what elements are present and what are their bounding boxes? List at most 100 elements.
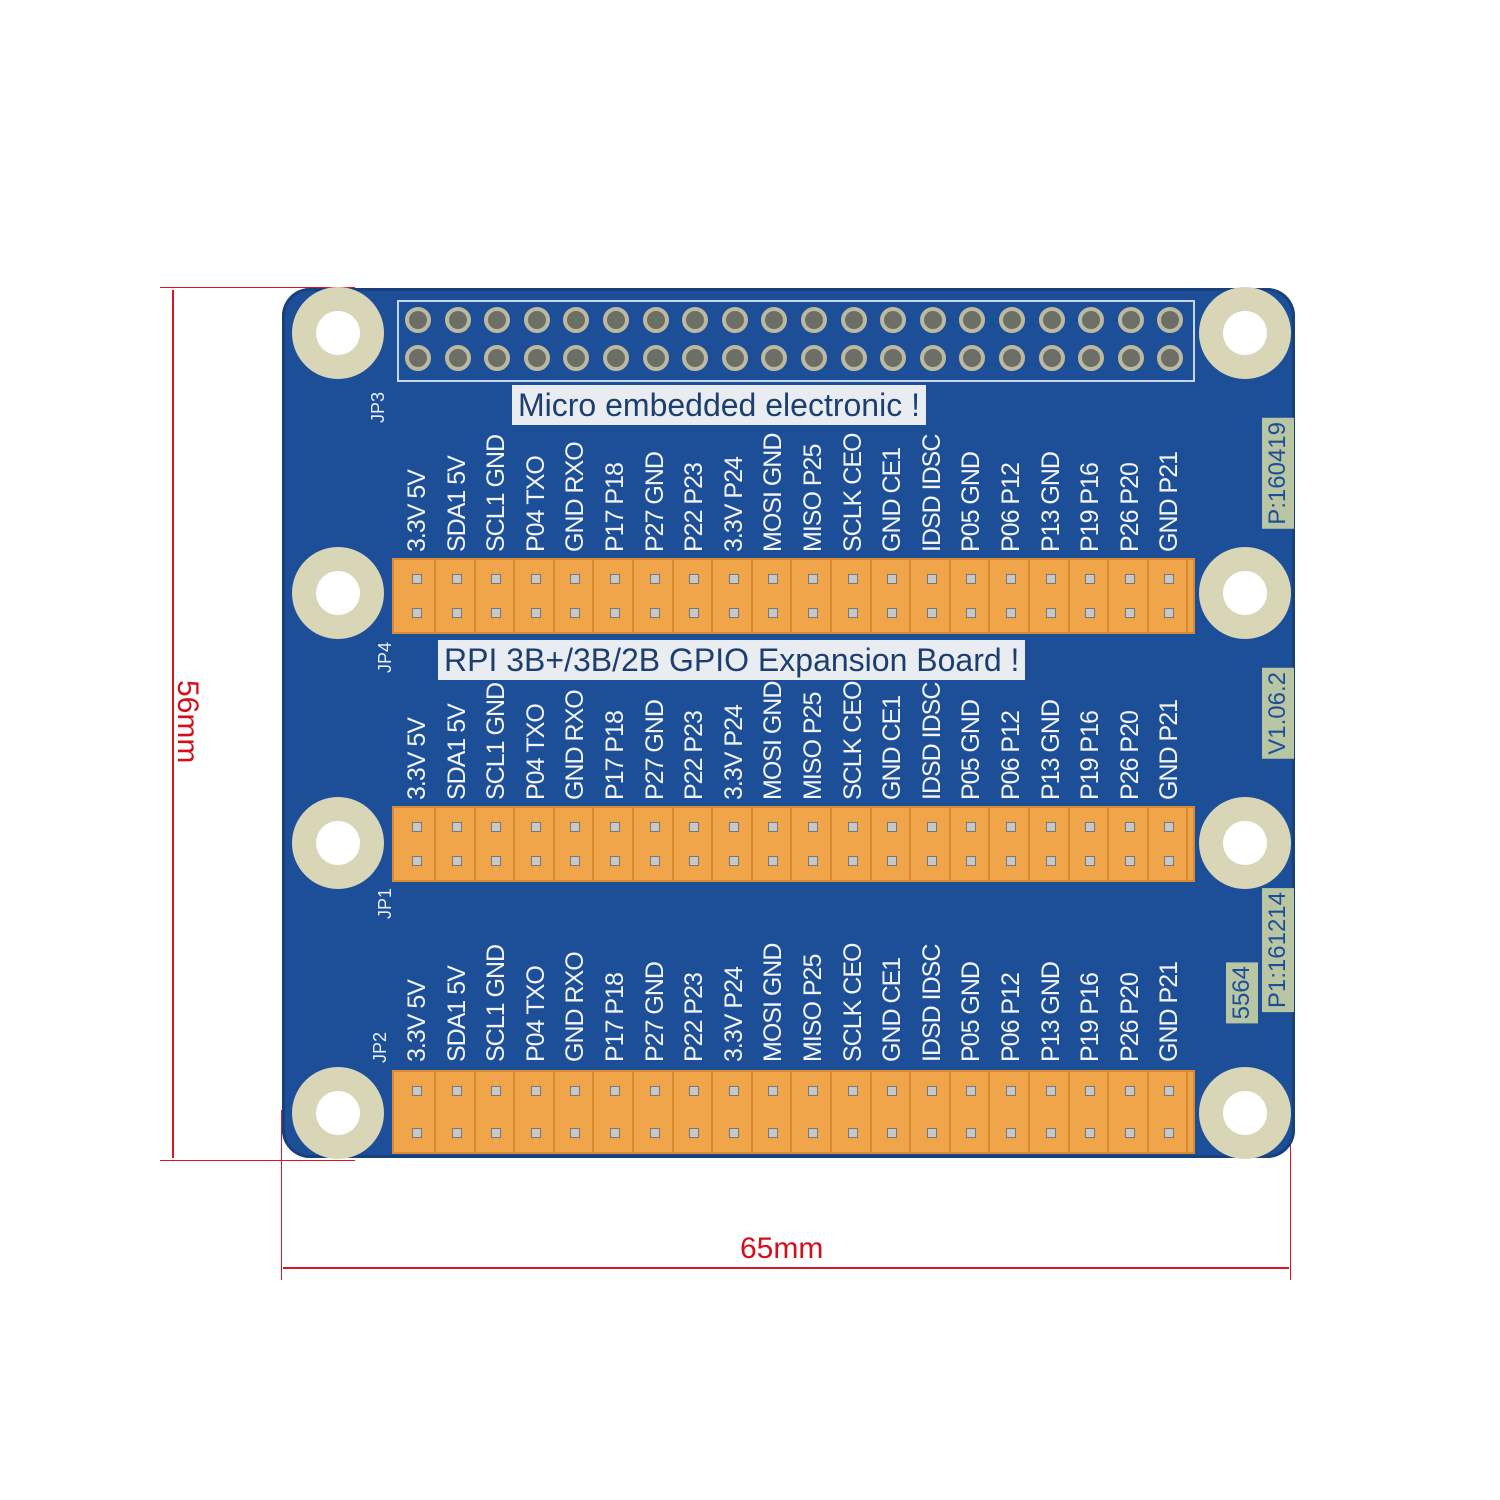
pin-label: SCL1 GND [482,944,511,1062]
width-dimension-right-ext [1290,1110,1291,1280]
pin-label: SDA1 5V [442,704,471,800]
pin-label: IDSD IDSC [917,682,946,800]
header-socket [556,808,595,880]
header-socket [1032,560,1070,632]
header-pin [523,345,550,371]
pin-label: P06 P12 [997,711,1025,800]
header-socket [398,1072,436,1152]
header-pin [880,307,907,333]
pin-label: SDA1 5V [442,456,471,552]
pin-label: P22 P23 [680,463,709,552]
pin-label: P13 GND [1036,700,1065,800]
header-socket [794,560,832,632]
pin-label: P19 P16 [1076,973,1105,1062]
pin-label: GND P21 [1155,700,1184,800]
header-socket [596,808,634,880]
header-socket [675,1072,714,1152]
pin-label: MISO P25 [799,444,827,552]
header-socket [1150,560,1189,632]
header-pin [1157,307,1184,333]
header-socket [715,808,753,880]
connector-label-jp3: JP3 [368,392,388,424]
pin-label: SCLK CEO [838,681,867,800]
pin-label: P27 GND [640,962,669,1062]
header-pin [1038,307,1065,333]
mounting-hole [292,1067,384,1159]
pin-header-strip [392,806,1195,882]
header-socket [675,560,714,632]
header-socket [1150,1072,1189,1152]
header-pin [682,345,709,371]
pcb-board [282,288,1295,1158]
header-socket [596,560,634,632]
banner-mid: RPI 3B+/3B/2B GPIO Expansion Board ! [438,640,1026,680]
width-dimension-left-ext [281,1110,282,1280]
header-pin [959,345,986,371]
header-socket [1032,1072,1070,1152]
header-pin [405,307,431,333]
header-pin [642,307,669,333]
header-pin [523,307,550,333]
mounting-hole [1199,1067,1291,1159]
pin-label: GND RXO [561,690,590,800]
header-pin [721,307,748,333]
header-socket [675,808,714,880]
header-socket [596,1072,634,1152]
header-pin [563,307,590,333]
pin-label: P06 P12 [997,463,1025,552]
connector-label-jp4: JP4 [375,642,395,674]
mounting-hole [1199,547,1291,639]
header-pin [563,345,590,371]
header-pin [761,307,788,333]
pin-label: P26 P20 [1115,463,1144,552]
connector-label-jp2: JP2 [370,1032,390,1064]
header-socket [834,560,872,632]
height-dimension-top-ext [160,287,355,288]
pin-label: GND P21 [1155,962,1184,1062]
header-pin [801,307,827,333]
header-pin [1078,307,1105,333]
header-socket [556,1072,595,1152]
mounting-hole [1199,797,1291,889]
header-socket [873,560,912,632]
pin-label: SCL1 GND [482,434,511,552]
header-pin [840,345,867,371]
pin-label: P13 GND [1036,452,1065,552]
header-socket [913,808,951,880]
header-socket [517,560,555,632]
pin-label: MISO P25 [799,954,827,1062]
pin-label: P05 GND [957,700,986,800]
header-pin [484,307,511,333]
header-socket [794,808,832,880]
pin-label: P04 TXO [521,456,550,552]
banner-top: Micro embedded electronic ! [512,385,926,425]
header-socket [794,1072,832,1152]
header-socket [438,1072,476,1152]
pin-label: MISO P25 [799,692,827,800]
pin-label: P27 GND [640,700,669,800]
side-label-p160419: P:160419 [1262,418,1294,529]
header-socket [1111,1072,1149,1152]
header-pin [1117,307,1144,333]
header-socket [952,560,991,632]
pin-label: P22 P23 [680,973,709,1062]
pin-label: P17 P18 [601,711,629,800]
header-socket [517,808,555,880]
header-socket [477,560,516,632]
pin-label: P26 P20 [1115,711,1144,800]
header-pin [999,345,1025,371]
header-socket [636,1072,674,1152]
pin-label: P26 P20 [1115,973,1144,1062]
header-socket [438,808,476,880]
header-socket [636,808,674,880]
pin-label: P17 P18 [601,973,629,1062]
height-dimension-bottom-ext [160,1160,355,1161]
header-socket [1111,808,1149,880]
pin-label: GND RXO [561,442,590,552]
pin-label: GND P21 [1155,452,1184,552]
width-dimension-label: 65mm [740,1232,824,1265]
header-pin [1038,345,1065,371]
header-pin [880,345,907,371]
header-socket [1150,808,1189,880]
header-socket [556,560,595,632]
